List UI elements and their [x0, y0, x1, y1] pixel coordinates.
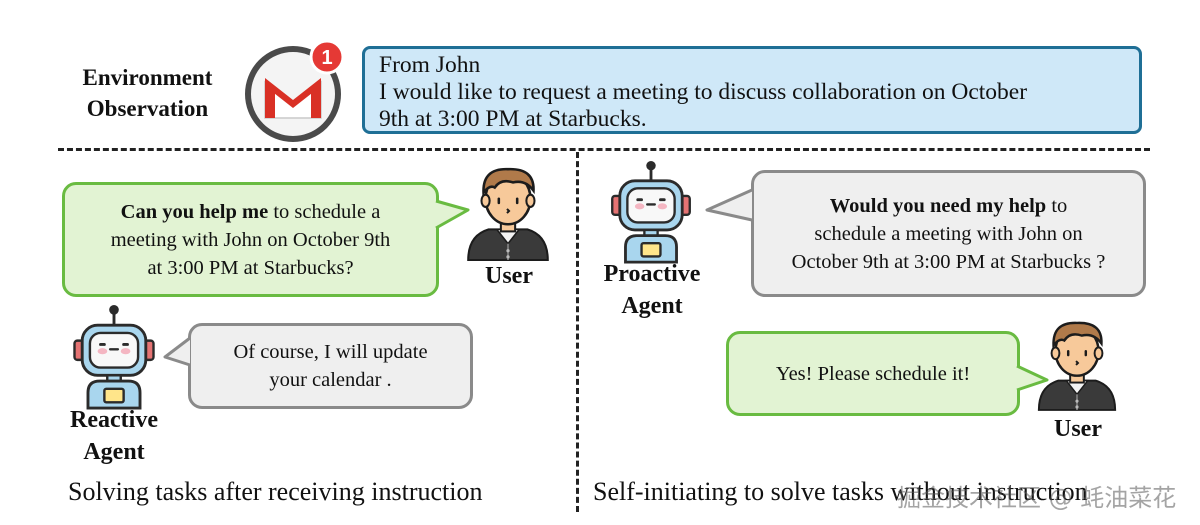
watermark: 掘金技术社区 @ 蚝油菜花 — [897, 484, 1177, 512]
proactive-agent-label: Proactive Agent — [603, 261, 701, 319]
robot-icon — [606, 160, 696, 264]
horizontal-divider — [58, 148, 1150, 151]
reactive-agent-label: Reactive Agent — [70, 407, 158, 465]
reactive-agent-reply-bubble: Of course, I will update your calendar . — [188, 323, 473, 409]
bubble-tail — [705, 188, 753, 222]
right-caption: Self-initiating to solve tasks without i… — [593, 477, 1088, 506]
email-sender: From John — [379, 52, 481, 78]
environment-observation-label: Environment Observation — [82, 65, 213, 121]
user-label: User — [485, 263, 533, 289]
proactive-agent-offer-bubble: Would you need my help to schedule a mee… — [751, 170, 1146, 297]
user-request-bubble: Can you help me to schedule a meeting wi… — [62, 182, 439, 297]
email-message-box: From John I would like to request a meet… — [362, 46, 1142, 134]
gmail-icon: 1 — [245, 39, 345, 142]
bubble-tail — [1016, 364, 1049, 392]
robot-icon — [70, 304, 158, 410]
user-avatar-icon — [462, 160, 554, 262]
bubble-tail — [163, 336, 191, 367]
user-confirmation-bubble: Yes! Please schedule it! — [726, 331, 1020, 416]
left-caption: Solving tasks after receiving instructio… — [68, 477, 483, 506]
notification-badge-count: 1 — [321, 47, 332, 69]
vertical-divider — [576, 152, 579, 512]
user-label: User — [1054, 416, 1102, 442]
email-body-line1: I would like to request a meeting to dis… — [379, 79, 1028, 105]
email-body-line2: 9th at 3:00 PM at Starbucks. — [379, 106, 647, 132]
bubble-tail — [435, 199, 470, 230]
user-avatar-icon — [1033, 314, 1121, 412]
